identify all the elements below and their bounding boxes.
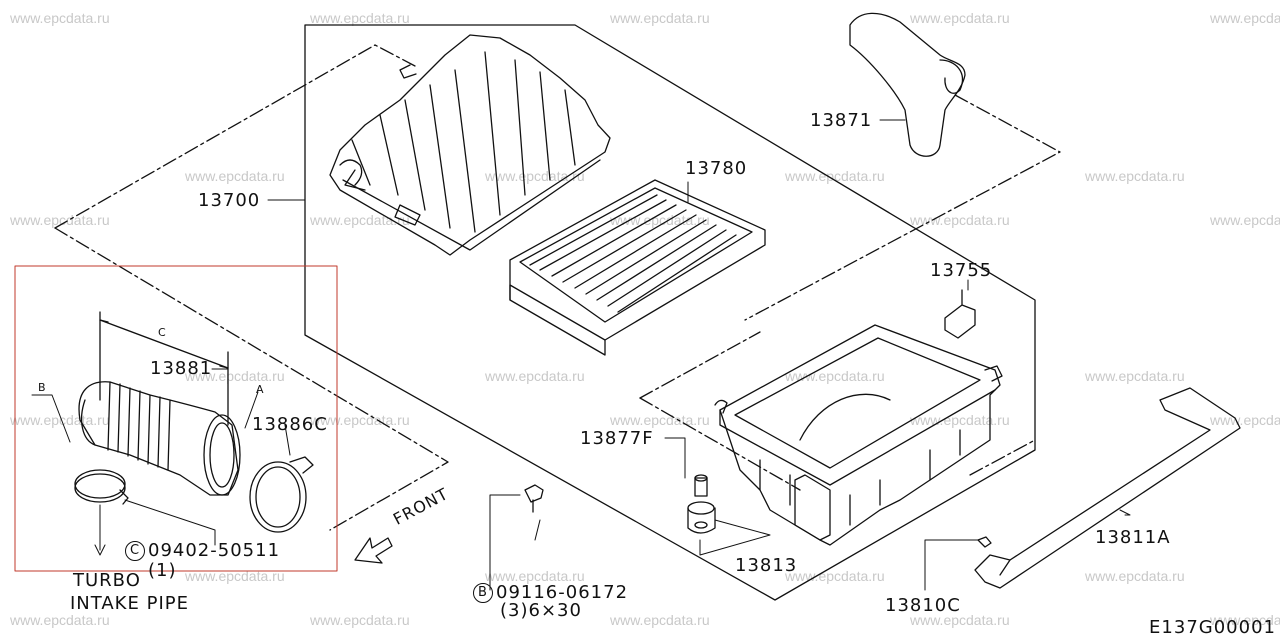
- watermark: www.epcdata.ru: [910, 212, 1010, 228]
- watermark: www.epcdata.ru: [785, 368, 885, 384]
- bracket: [974, 387, 1241, 589]
- clip: [944, 289, 976, 339]
- watermark: www.epcdata.ru: [185, 568, 285, 584]
- label-13881: 13881: [150, 358, 213, 379]
- watermark: www.epcdata.ru: [185, 168, 285, 184]
- air-cleaner-cover: [329, 34, 611, 256]
- dimension-c: [99, 311, 229, 426]
- label-13700: 13700: [198, 190, 261, 211]
- rubber-mount: [687, 501, 716, 534]
- watermark: www.epcdata.ru: [910, 612, 1010, 628]
- bolt: [524, 484, 544, 513]
- note-turbo: TURBO: [73, 570, 141, 591]
- watermark: www.epcdata.ru: [1210, 10, 1280, 26]
- callout-c-qty: (1): [148, 560, 177, 581]
- callout-b-letter: B: [473, 583, 493, 603]
- watermark: www.epcdata.ru: [910, 10, 1010, 26]
- turbo-intake-hose: [78, 381, 241, 496]
- dashed-frames: [54, 44, 1061, 531]
- air-cleaner-lower-case: [714, 324, 1003, 546]
- watermark: www.epcdata.ru: [310, 10, 410, 26]
- front-arrow-icon: [354, 537, 393, 564]
- hose-clamp-large: [249, 456, 314, 533]
- watermark: www.epcdata.ru: [1210, 612, 1280, 628]
- callout-b-part: 09116-06172: [496, 582, 629, 603]
- label-13886c: 13886C: [252, 414, 328, 435]
- watermark: www.epcdata.ru: [610, 10, 710, 26]
- watermark: www.epcdata.ru: [10, 212, 110, 228]
- watermark: www.epcdata.ru: [10, 612, 110, 628]
- watermark: www.epcdata.ru: [1210, 212, 1280, 228]
- callout-c-letter: C: [125, 541, 145, 561]
- label-13755: 13755: [930, 260, 993, 281]
- ref-b: B: [38, 381, 46, 394]
- ref-c: C: [158, 326, 166, 339]
- ref-a: A: [256, 383, 264, 396]
- watermark: www.epcdata.ru: [785, 168, 885, 184]
- watermark: www.epcdata.ru: [10, 10, 110, 26]
- label-13871: 13871: [810, 110, 873, 131]
- watermark: www.epcdata.ru: [610, 612, 710, 628]
- label-13780: 13780: [685, 158, 748, 179]
- watermark: www.epcdata.ru: [485, 568, 585, 584]
- watermark: www.epcdata.ru: [10, 412, 110, 428]
- watermark: www.epcdata.ru: [185, 368, 285, 384]
- watermark: www.epcdata.ru: [610, 212, 710, 228]
- watermark: www.epcdata.ru: [485, 168, 585, 184]
- air-duct: [849, 12, 966, 157]
- label-13813: 13813: [735, 555, 798, 576]
- watermark: www.epcdata.ru: [1085, 168, 1185, 184]
- watermark: www.epcdata.ru: [1085, 568, 1185, 584]
- watermark: www.epcdata.ru: [310, 612, 410, 628]
- watermark: www.epcdata.ru: [1085, 368, 1185, 384]
- label-13877f: 13877F: [580, 428, 654, 449]
- leader-lines: [31, 119, 1131, 591]
- air-filter-element: [509, 179, 766, 356]
- callout-b-qty: (3)6×30: [500, 600, 582, 621]
- label-13810c: 13810C: [885, 595, 961, 616]
- label-13811a: 13811A: [1095, 527, 1171, 548]
- watermark: www.epcdata.ru: [1210, 412, 1280, 428]
- turbo-detail-box: [14, 265, 338, 572]
- hose-clamp-small: [74, 469, 129, 505]
- watermark: www.epcdata.ru: [485, 368, 585, 384]
- grommet-small: [694, 474, 708, 497]
- callout-c-part: 09402-50511: [148, 540, 281, 561]
- assembly-outline: [304, 24, 1036, 601]
- note-intake-pipe: INTAKE PIPE: [70, 593, 189, 614]
- figure-code: E137G00001: [1149, 617, 1276, 638]
